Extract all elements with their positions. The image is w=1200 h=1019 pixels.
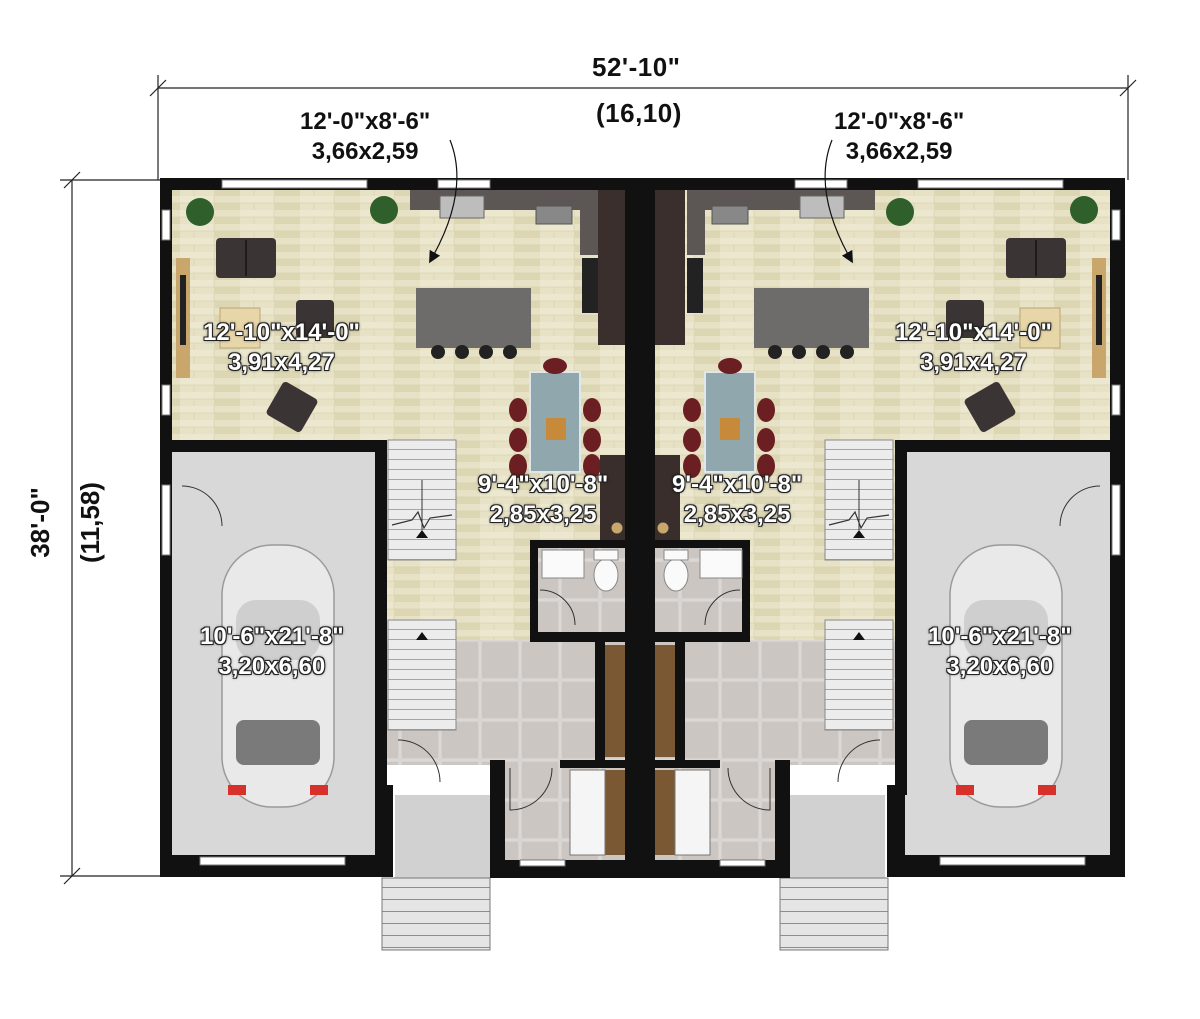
living-left-imperial: 12'-10"x14'-0" [203, 319, 360, 346]
dining-right-label: 9'-4"x10'-8" 2,85x3,25 [672, 470, 802, 530]
dining-left-metric: 2,85x3,25 [489, 501, 597, 528]
bathroom-right [663, 549, 743, 592]
overall-depth-metric: (11,58) [74, 482, 105, 563]
dining-left-label: 9'-4"x10'-8" 2,85x3,25 [478, 470, 608, 530]
kitchen-left-metric: 3,66x2,59 [311, 138, 419, 165]
overall-depth-imperial: 38'-0" [24, 487, 55, 558]
garage-left-imperial: 10'-6"x21'-8" [200, 623, 344, 650]
front-steps-left [381, 877, 491, 951]
garage-right-label: 10'-6"x21'-8" 3,20x6,60 [928, 622, 1072, 682]
kitchen-left [410, 190, 625, 359]
car-left [221, 544, 335, 808]
dining-right-imperial: 9'-4"x10'-8" [672, 471, 803, 498]
living-left-metric: 3,91x4,27 [228, 349, 335, 376]
kitchen-leader-right [824, 139, 853, 264]
front-steps-right [779, 877, 889, 951]
windows [161, 179, 1121, 867]
overall-width-imperial: 52'-10" [592, 52, 681, 82]
dining-right [683, 358, 775, 478]
living-right-label: 12'-10"x14'-0" 3,91x4,27 [895, 318, 1052, 378]
kitchen-right-imperial: 12'-0"x8'-6" [834, 108, 965, 135]
overall-width-metric: (16,10) [596, 98, 682, 128]
garage-left-label: 10'-6"x21'-8" 3,20x6,60 [200, 622, 344, 682]
dimension-lines [60, 75, 1137, 885]
kitchen-right-label: 12'-0"x8'-6" 3,66x2,59 [834, 107, 964, 167]
kitchen-right [655, 190, 875, 359]
living-right-metric: 3,91x4,27 [920, 349, 1027, 376]
bathroom-left [541, 549, 619, 592]
closet-right [655, 645, 675, 757]
dining-left-imperial: 9'-4"x10'-8" [478, 471, 609, 498]
kitchen-leader-left [429, 139, 458, 264]
closet-left [605, 645, 625, 757]
living-right-imperial: 12'-10"x14'-0" [895, 319, 1052, 346]
dining-right-metric: 2,85x3,25 [683, 501, 791, 528]
kitchen-left-imperial: 12'-0"x8'-6" [300, 108, 431, 135]
garage-left-metric: 3,20x6,60 [218, 653, 326, 680]
stairs [387, 439, 894, 731]
kitchen-left-label: 12'-0"x8'-6" 3,66x2,59 [300, 107, 430, 167]
garage-right-metric: 3,20x6,60 [946, 653, 1054, 680]
doors [181, 485, 1101, 811]
living-furniture-right [886, 196, 1106, 432]
living-left-label: 12'-10"x14'-0" 3,91x4,27 [203, 318, 360, 378]
dining-left [509, 358, 601, 478]
living-furniture-left [176, 196, 398, 432]
garage-right-imperial: 10'-6"x21'-8" [928, 623, 1072, 650]
car-right [949, 544, 1063, 808]
kitchen-right-metric: 3,66x2,59 [845, 138, 953, 165]
